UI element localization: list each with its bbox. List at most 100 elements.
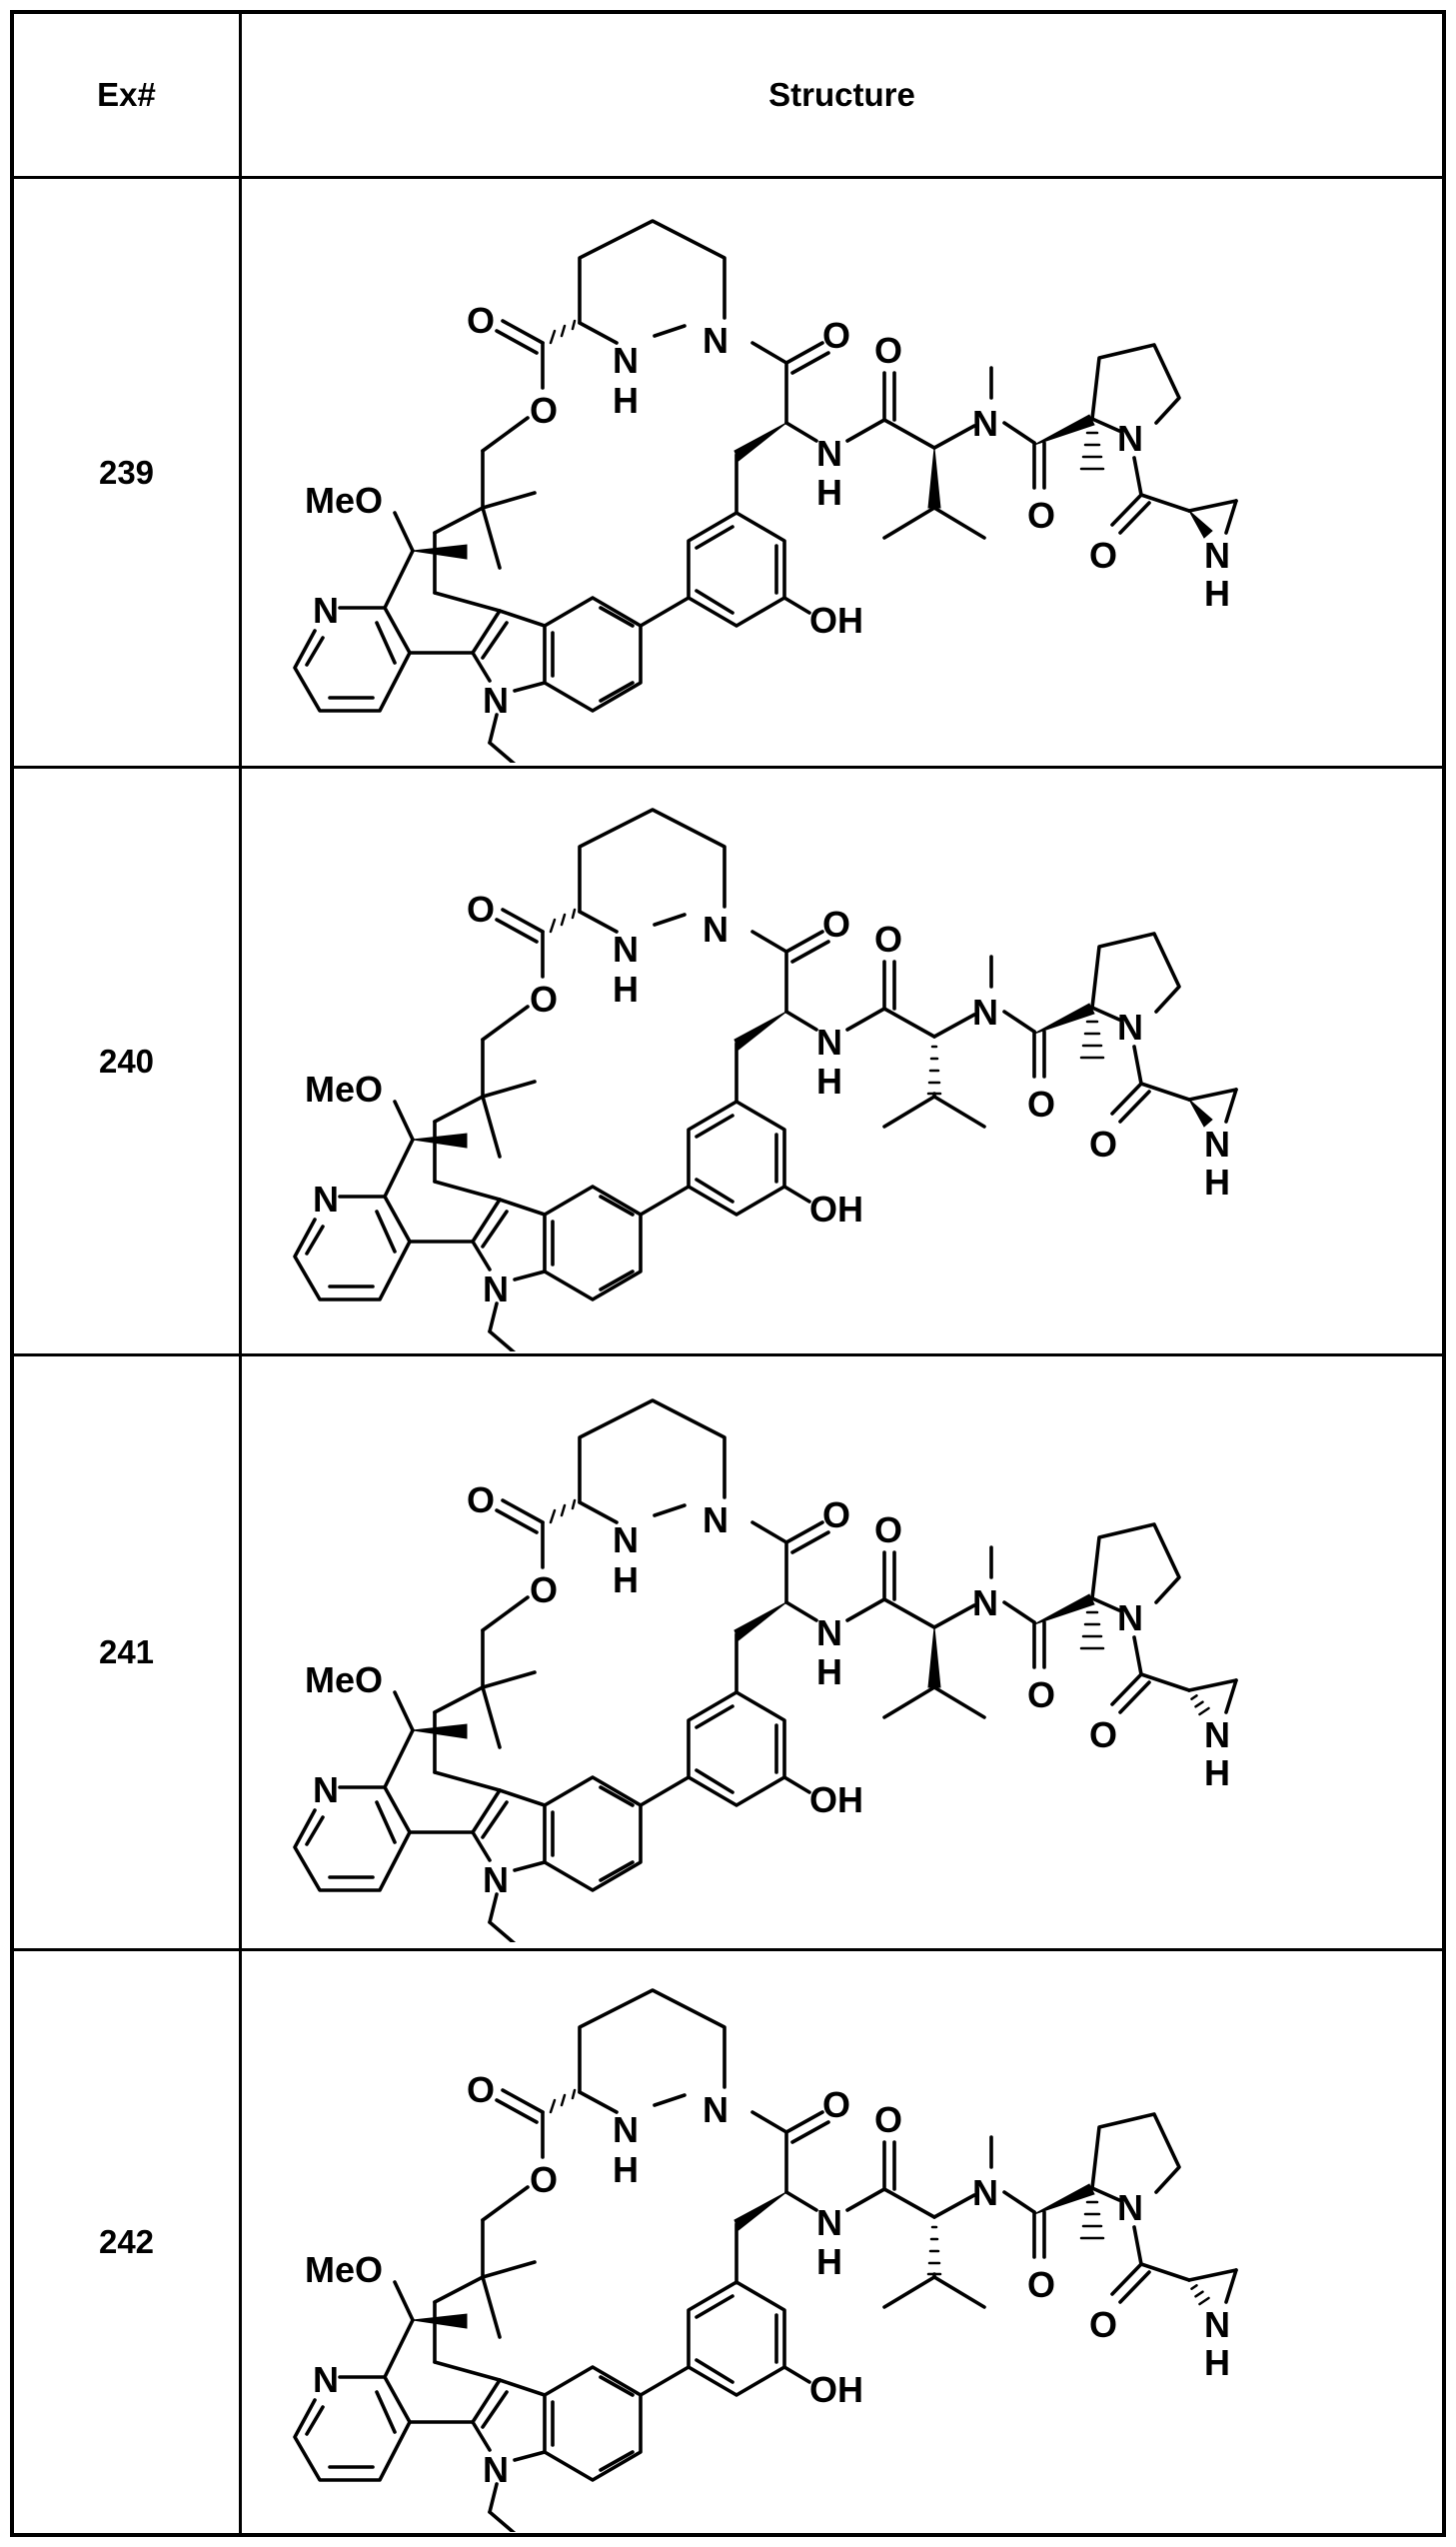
amide-nh-h: H (816, 1061, 842, 1102)
hash-bond (1079, 1020, 1105, 1059)
ester-carbonyl-o: O (467, 1479, 495, 1520)
structure-cell: N H N O O O N H O N O (239, 179, 1442, 766)
amide3-o: O (1027, 495, 1055, 536)
ester-carbonyl-o: O (467, 2069, 495, 2110)
wedge-bond (1033, 2183, 1095, 2215)
amide-nh-n: N (816, 1022, 842, 1063)
hydrazine-nh-n: N (613, 340, 639, 381)
nme-n: N (972, 2172, 998, 2213)
example-number: 239 (98, 453, 155, 491)
hydrazine-nh-n: N (613, 929, 639, 970)
methoxy: MeO (305, 1659, 383, 1700)
amide1-o: O (822, 1494, 850, 1535)
aziridine-stereo-bond (1190, 2284, 1210, 2306)
chemical-structure: N H N O O O N H O N O (293, 1398, 1238, 1942)
chemical-structure: N H N O O O N H O N O (293, 807, 1238, 1351)
wedge-bond (1033, 413, 1095, 445)
pro-n: N (1117, 1597, 1143, 1638)
table-header-row: Ex# Structure (14, 14, 1442, 176)
hydrazine-n: N (703, 2089, 728, 2130)
amide3-o: O (1027, 1674, 1055, 1715)
ester-carbonyl-o: O (467, 300, 495, 341)
amide-nh-h: H (816, 1651, 842, 1692)
hash-bond (1079, 1610, 1105, 1650)
hash-bond (549, 908, 577, 933)
methoxy: MeO (305, 480, 383, 521)
wedge-bond (733, 422, 787, 462)
hydrazine-nh-h: H (613, 969, 639, 1010)
aziridine-n: N (1204, 1714, 1230, 1755)
pyridine-n: N (313, 1179, 339, 1220)
compound-table: Ex# Structure 239 N H N O O O N H O (10, 10, 1446, 2537)
pyridine-n: N (313, 590, 339, 631)
table-row: 242 N H N O O O N H O N O (14, 1948, 1442, 2533)
hash-bond (1079, 431, 1105, 470)
aziridine-n: N (1204, 2304, 1230, 2345)
valine-stereo-bond (926, 1045, 942, 1099)
methoxy: MeO (305, 2249, 383, 2290)
chemical-structure: N H N O O O N H O N O (293, 218, 1238, 763)
amide4-o: O (1089, 1714, 1117, 1755)
structure-cell: N H N O O O N H O N O (239, 1356, 1442, 1948)
wedge-bond (733, 2191, 787, 2231)
pro-n: N (1117, 2187, 1143, 2228)
hydrazine-nh-n: N (613, 1519, 639, 1560)
example-number: 242 (98, 2223, 155, 2260)
methoxy: MeO (305, 1069, 383, 1110)
aziridine-stereo-bond (1188, 1099, 1213, 1128)
aziridine-stereo-bond (1188, 510, 1213, 539)
wedge-bond (412, 2313, 468, 2329)
amide4-o: O (1089, 2304, 1117, 2345)
wedge-bond (1033, 1593, 1095, 1625)
aziridine-h: H (1204, 2342, 1230, 2383)
hydrazine-nh-h: H (613, 2149, 639, 2190)
hydrazine-n: N (703, 320, 728, 361)
structure-cell: N H N O O O N H O N O (239, 1951, 1442, 2533)
amide1-o: O (822, 904, 850, 945)
ester-carbonyl-o: O (467, 889, 495, 930)
table-row: 240 N H N O O O N H O N O (14, 766, 1442, 1353)
wedge-bond (733, 1601, 787, 1641)
hash-bond (549, 1498, 577, 1524)
hydroxyl: OH (809, 1189, 863, 1230)
amide-nh-n: N (816, 433, 842, 474)
amide4-o: O (1089, 1124, 1117, 1165)
amide1-o: O (822, 2084, 850, 2125)
amide2-o: O (874, 919, 902, 960)
hydroxyl: OH (809, 1779, 863, 1820)
hash-bond (1079, 2200, 1105, 2240)
pro-n: N (1117, 1007, 1143, 1048)
hydrazine-n: N (703, 909, 728, 950)
ester-o: O (530, 979, 558, 1020)
hydroxyl: OH (809, 2369, 863, 2410)
amide2-o: O (874, 2099, 902, 2140)
chemical-structure: N H N O O O N H O N O (293, 1988, 1238, 2532)
wedge-bond (733, 1011, 787, 1051)
amide-nh-n: N (816, 2202, 842, 2243)
pyridine-n: N (313, 2359, 339, 2400)
amide3-o: O (1027, 1084, 1055, 1125)
hash-bond (549, 2088, 577, 2114)
ester-o: O (530, 2159, 558, 2200)
header-structure: Structure (768, 76, 915, 113)
aziridine-h: H (1204, 573, 1230, 614)
pyridine-n: N (313, 1769, 339, 1810)
amide1-o: O (822, 315, 850, 356)
header-structure-cell: Structure (239, 14, 1442, 176)
wedge-bond (412, 1132, 468, 1149)
aziridine-h: H (1204, 1162, 1230, 1203)
pro-n: N (1117, 418, 1143, 459)
table-row: 241 N H N O O O N H O N O (14, 1353, 1442, 1948)
nme-n: N (972, 403, 998, 444)
ester-o: O (530, 390, 558, 431)
amide-nh-h: H (816, 472, 842, 513)
header-ex-number: Ex# (97, 76, 156, 113)
wedge-bond (1033, 1002, 1095, 1034)
valine-stereo-bond (927, 1626, 941, 1688)
amide2-o: O (874, 1509, 902, 1550)
structure-cell: N H N O O O N H O N O (239, 769, 1442, 1353)
aziridine-n: N (1204, 535, 1230, 576)
hydrazine-nh-h: H (613, 380, 639, 421)
nme-n: N (972, 992, 998, 1033)
hydrazine-nh-n: N (613, 2109, 639, 2150)
